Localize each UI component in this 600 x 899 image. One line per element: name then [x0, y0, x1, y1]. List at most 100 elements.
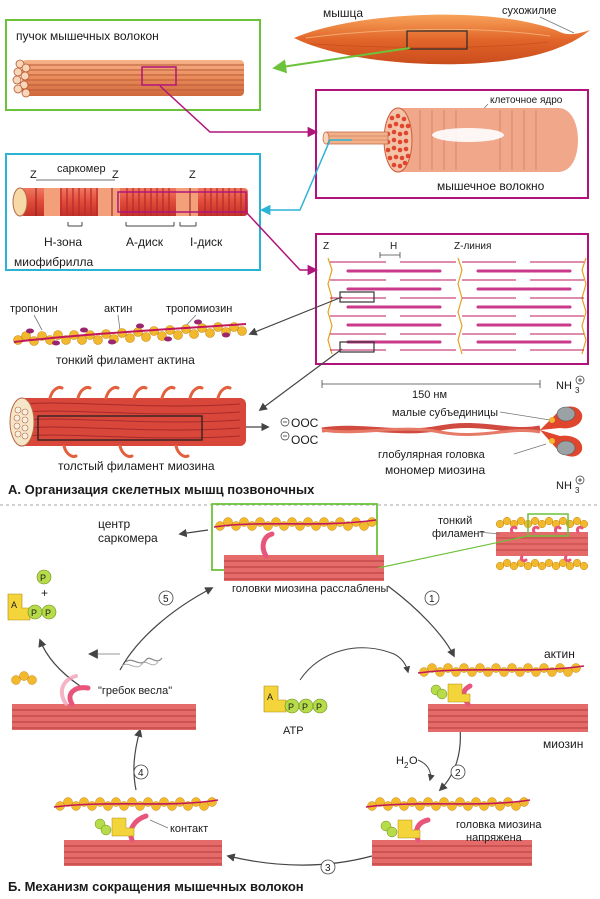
svg-text:A: A: [267, 692, 273, 702]
svg-text:NH: NH: [556, 480, 572, 492]
sarcomere-label: саркомер: [57, 163, 106, 175]
oar-stroke-label: "гребок весла": [98, 685, 172, 697]
step-2-marker: [450, 764, 466, 780]
thick-zoom-box: [37, 415, 203, 441]
step-3-label: 3: [325, 863, 331, 874]
myosin-state-label: миозин: [543, 737, 583, 751]
sarcomere-center-label-2: саркомера: [98, 531, 158, 545]
atp-binding-arrow: [299, 647, 411, 681]
svg-text:+: +: [41, 586, 48, 600]
relaxed-state-illustration: [213, 517, 384, 581]
z-label-left: Z: [30, 169, 37, 181]
myosin-monomer-illustration: [321, 406, 583, 457]
step-1-label: 1: [429, 594, 435, 605]
sarcomere-detail-illustration: [327, 257, 587, 355]
svg-text:NH: NH: [556, 380, 572, 392]
tendon-leader: [539, 16, 575, 34]
arrow-to-sarcomere-center: [178, 528, 209, 538]
fiber-bundle-box: [5, 19, 261, 111]
muscle-illustration: [294, 14, 590, 65]
myofibril-label: миофибрилла: [14, 255, 93, 269]
svg-text:OOC: OOC: [291, 433, 319, 447]
power-stroke-state-illustration: [11, 649, 196, 730]
muscle-fiber-illustration: [322, 107, 578, 173]
svg-text:A: A: [11, 600, 17, 610]
muscle-zoom-box: [406, 30, 468, 50]
tropomyosin-label: тропомиозин: [166, 303, 232, 315]
small-subunits-label: малые субъединицы: [392, 407, 498, 419]
arrow-bundle-to-fiber: [159, 85, 319, 138]
actin-label: актин: [104, 303, 132, 315]
svg-text:H: H: [396, 755, 404, 767]
z-label-mid: Z: [112, 169, 119, 181]
cycle-arrow-1: [387, 585, 455, 658]
muscle-fiber-label: мышечное волокно: [437, 179, 545, 193]
myosin-monomer-label: мономер миозина: [385, 463, 485, 477]
muscle-fiber-box: [315, 89, 589, 199]
arrow-myofibril-to-sarcomere: [245, 211, 319, 276]
myofibril-illustration: [12, 187, 248, 217]
nh3-bottom: NH 3: [556, 475, 585, 495]
svg-text:P: P: [302, 702, 308, 712]
sarcomere-h-label: H: [390, 241, 397, 252]
troponin-label: тропонин: [10, 303, 58, 315]
z-label-right: Z: [189, 169, 196, 181]
atp-label: ATP: [283, 725, 304, 737]
fiber-bundle-illustration: [12, 59, 244, 98]
myofibril-zoom-box: [117, 191, 247, 213]
arrow-to-adp: [38, 638, 81, 687]
cycle-arrow-4: [133, 728, 143, 791]
head-tense-label-1: головка миозина: [456, 819, 542, 831]
h2o-label: H 2 O: [396, 755, 418, 770]
scale-label: 150 нм: [412, 389, 447, 401]
step-5-label: 5: [163, 594, 169, 605]
contact-label: контакт: [170, 823, 208, 835]
thin-filament-label: тонкий филамент актина: [56, 353, 195, 367]
atp-molecule: A P P P: [263, 685, 328, 714]
step-4-marker: [133, 764, 149, 780]
a-disc-label: А-диск: [126, 235, 164, 249]
svg-text:3: 3: [575, 486, 580, 495]
svg-text:P: P: [31, 608, 37, 618]
svg-text:P: P: [288, 702, 294, 712]
step-3-marker: [320, 859, 336, 875]
adp-plus-p: P + A P P: [7, 569, 57, 621]
contact-state-illustration: [53, 797, 222, 866]
cycle-arrow-5: [119, 587, 214, 671]
thin-filament-zoom-box: [339, 291, 375, 303]
svg-text:2: 2: [404, 761, 409, 770]
nucleus-label: клеточное ядро: [490, 95, 563, 106]
step-1-marker: [424, 590, 440, 606]
svg-text:P: P: [316, 702, 322, 712]
myofibril-box: [5, 153, 261, 271]
globular-head-label: глобулярная головка: [378, 449, 486, 461]
thin-filament-overview: [495, 513, 589, 571]
h2o-arrow: [417, 759, 435, 782]
thick-filament-label: толстый филамент миозина: [58, 459, 215, 473]
thick-filament-illustration: [9, 386, 246, 458]
section-b-caption: Б. Механизм сокращения мышечных волокон: [8, 879, 304, 894]
myosin-ooc-top: OOC: [280, 416, 319, 430]
svg-text:P: P: [45, 608, 51, 618]
myosin-ooc-bottom: OOC: [280, 431, 319, 447]
arrow-fiber-to-myofibril: [259, 139, 352, 216]
section-a-caption: А. Организация скелетных мышц позвоночны…: [8, 482, 315, 497]
tendon-label: сухожилие: [502, 5, 557, 17]
tensed-state-illustration: [365, 797, 532, 866]
h-zone-label: Н-зона: [44, 235, 82, 249]
thin-filament-label-2: филамент: [432, 528, 485, 540]
svg-text:3: 3: [575, 386, 580, 395]
thin-filament-illustration: [13, 319, 247, 346]
heads-relaxed-label: головки миозина расслаблены: [232, 583, 388, 595]
step-5-marker: [158, 590, 174, 606]
thick-filament-zoom-box: [339, 341, 375, 353]
cycle-arrow-2: [438, 727, 461, 792]
green-zoom-connector: [377, 535, 529, 569]
thin-filament-label-1: тонкий: [438, 515, 472, 527]
bundle-zoom-box: [141, 66, 177, 86]
muscle-label: мышца: [323, 6, 363, 20]
head-tense-label-2: напряжена: [466, 832, 523, 844]
svg-text:O: O: [409, 755, 418, 767]
i-disc-label: I-диск: [190, 235, 223, 249]
